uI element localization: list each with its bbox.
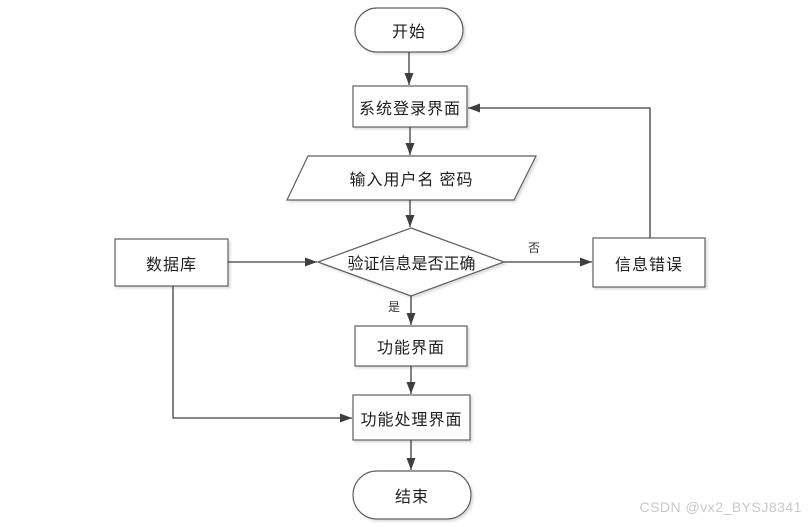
start-terminator-shape bbox=[354, 7, 464, 53]
edge-error-to-login bbox=[468, 103, 651, 238]
csdn-watermark: CSDN @vx2_BYSJ8341 bbox=[639, 499, 802, 515]
end-terminator-shape bbox=[352, 470, 472, 520]
handle-process-shape bbox=[352, 394, 471, 441]
edge-database-to-handle bbox=[172, 286, 352, 423]
function-process-shape bbox=[354, 325, 468, 367]
login-process-shape bbox=[352, 85, 468, 128]
verify-decision-shape bbox=[316, 227, 506, 297]
database-process-shape bbox=[114, 238, 229, 287]
error-process-shape bbox=[592, 237, 706, 288]
input-parallelogram-shape bbox=[286, 155, 537, 201]
